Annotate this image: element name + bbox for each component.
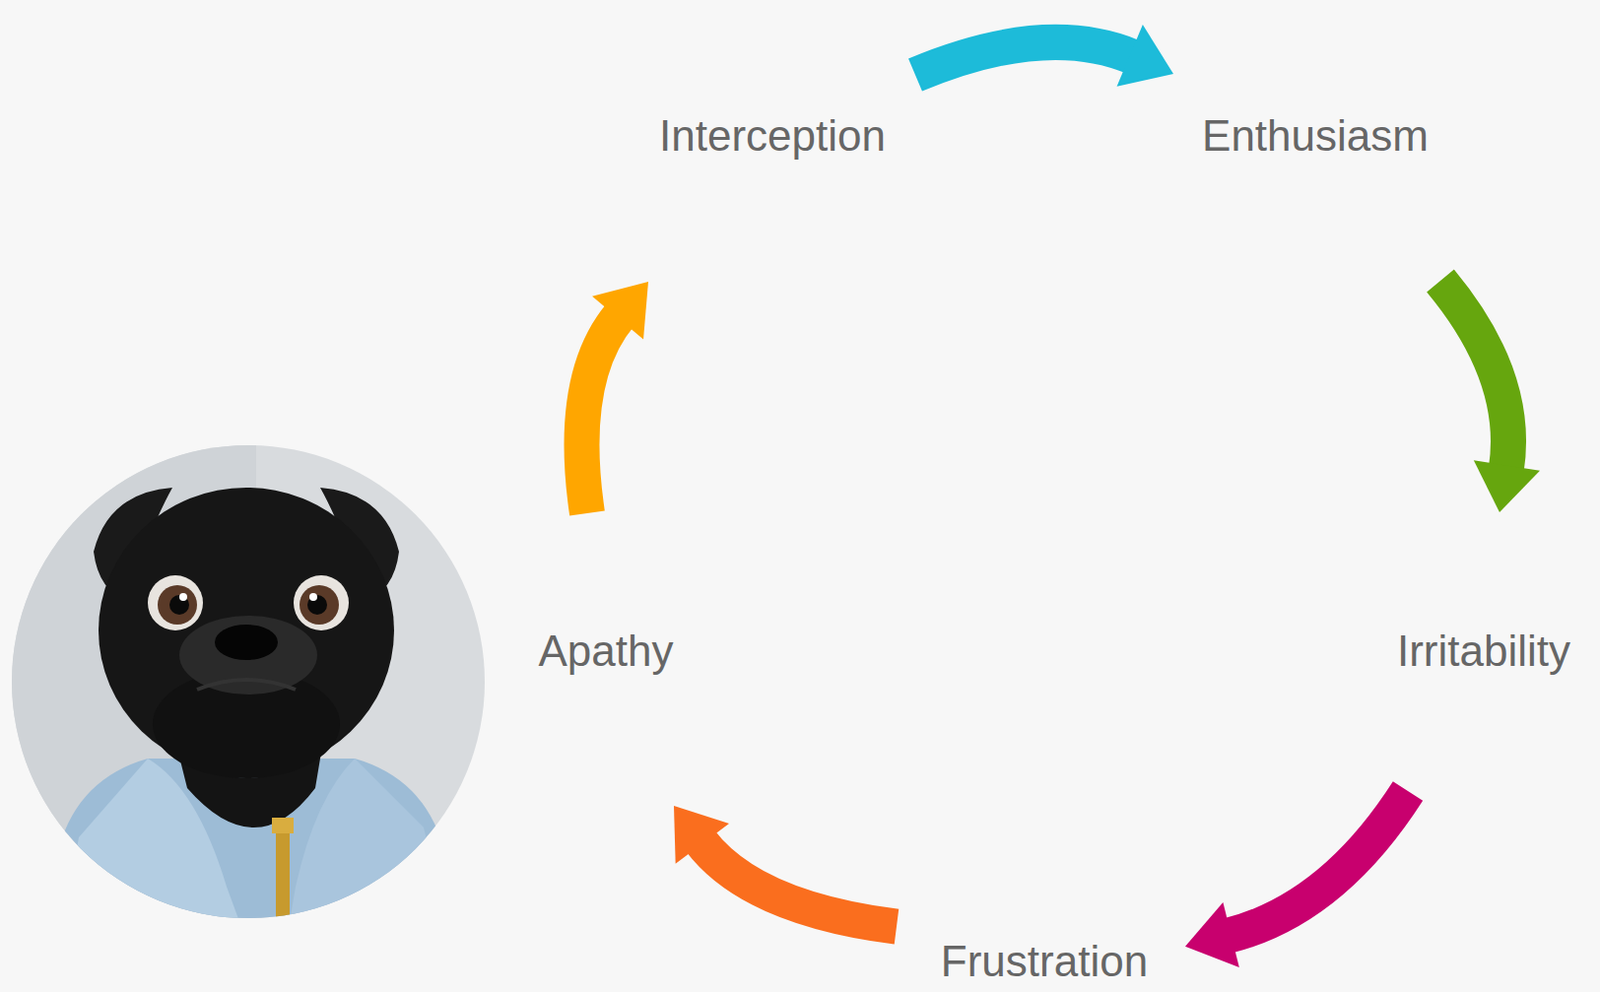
stage-label: Enthusiasm [1201, 111, 1429, 162]
cycle-stage: Frustration [936, 934, 1152, 990]
arrow-head [1117, 24, 1174, 87]
cycle-arrow [1185, 791, 1408, 968]
arrow-band [1227, 791, 1408, 936]
stage-label: Apathy [538, 626, 674, 677]
arrow-head [592, 281, 649, 340]
stage-label: Frustration [940, 936, 1148, 988]
cycle-stage: Apathy [534, 624, 678, 679]
arrow-head [1185, 902, 1240, 968]
cycle-stage: Enthusiasm [1198, 109, 1433, 164]
arrow-band [581, 315, 620, 514]
arrow-band [915, 42, 1134, 75]
cycle-arrow [1440, 280, 1540, 513]
arrow-head [673, 805, 730, 865]
cycle-arrow [915, 24, 1174, 87]
arrow-band [1440, 280, 1509, 470]
arrow-head [1473, 460, 1540, 513]
arrow-band [699, 840, 897, 928]
cycle-stage: Irritability [1393, 624, 1575, 679]
stage-label: Irritability [1397, 626, 1571, 677]
cycle-arrow [673, 805, 897, 928]
stage-label: Interception [659, 111, 886, 162]
cycle-arrow [581, 281, 649, 514]
cycle-stage: Interception [655, 109, 890, 164]
